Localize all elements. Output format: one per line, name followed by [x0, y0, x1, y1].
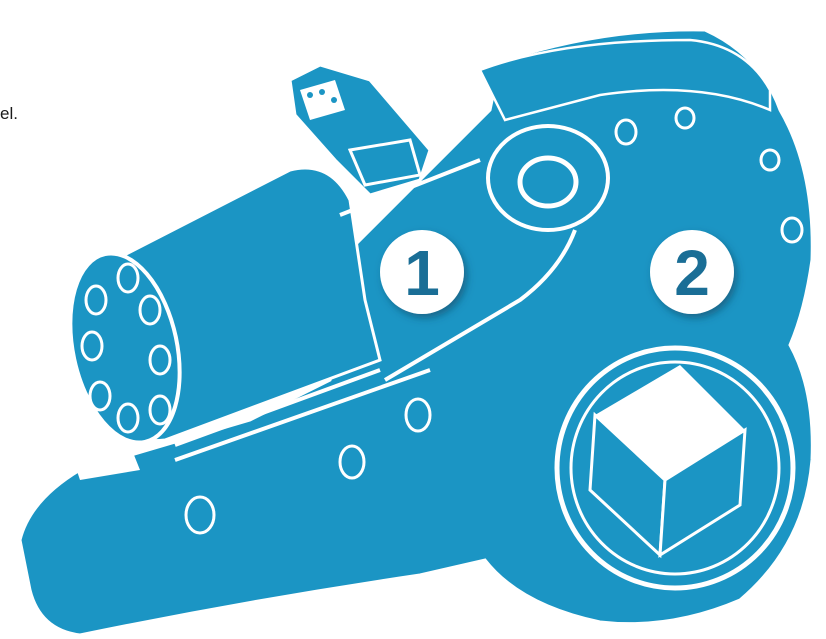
square-drive — [557, 348, 793, 588]
callout-2-label: 2 — [674, 237, 710, 309]
callout-1-label: 1 — [404, 237, 440, 309]
pivot-boss — [488, 126, 608, 230]
